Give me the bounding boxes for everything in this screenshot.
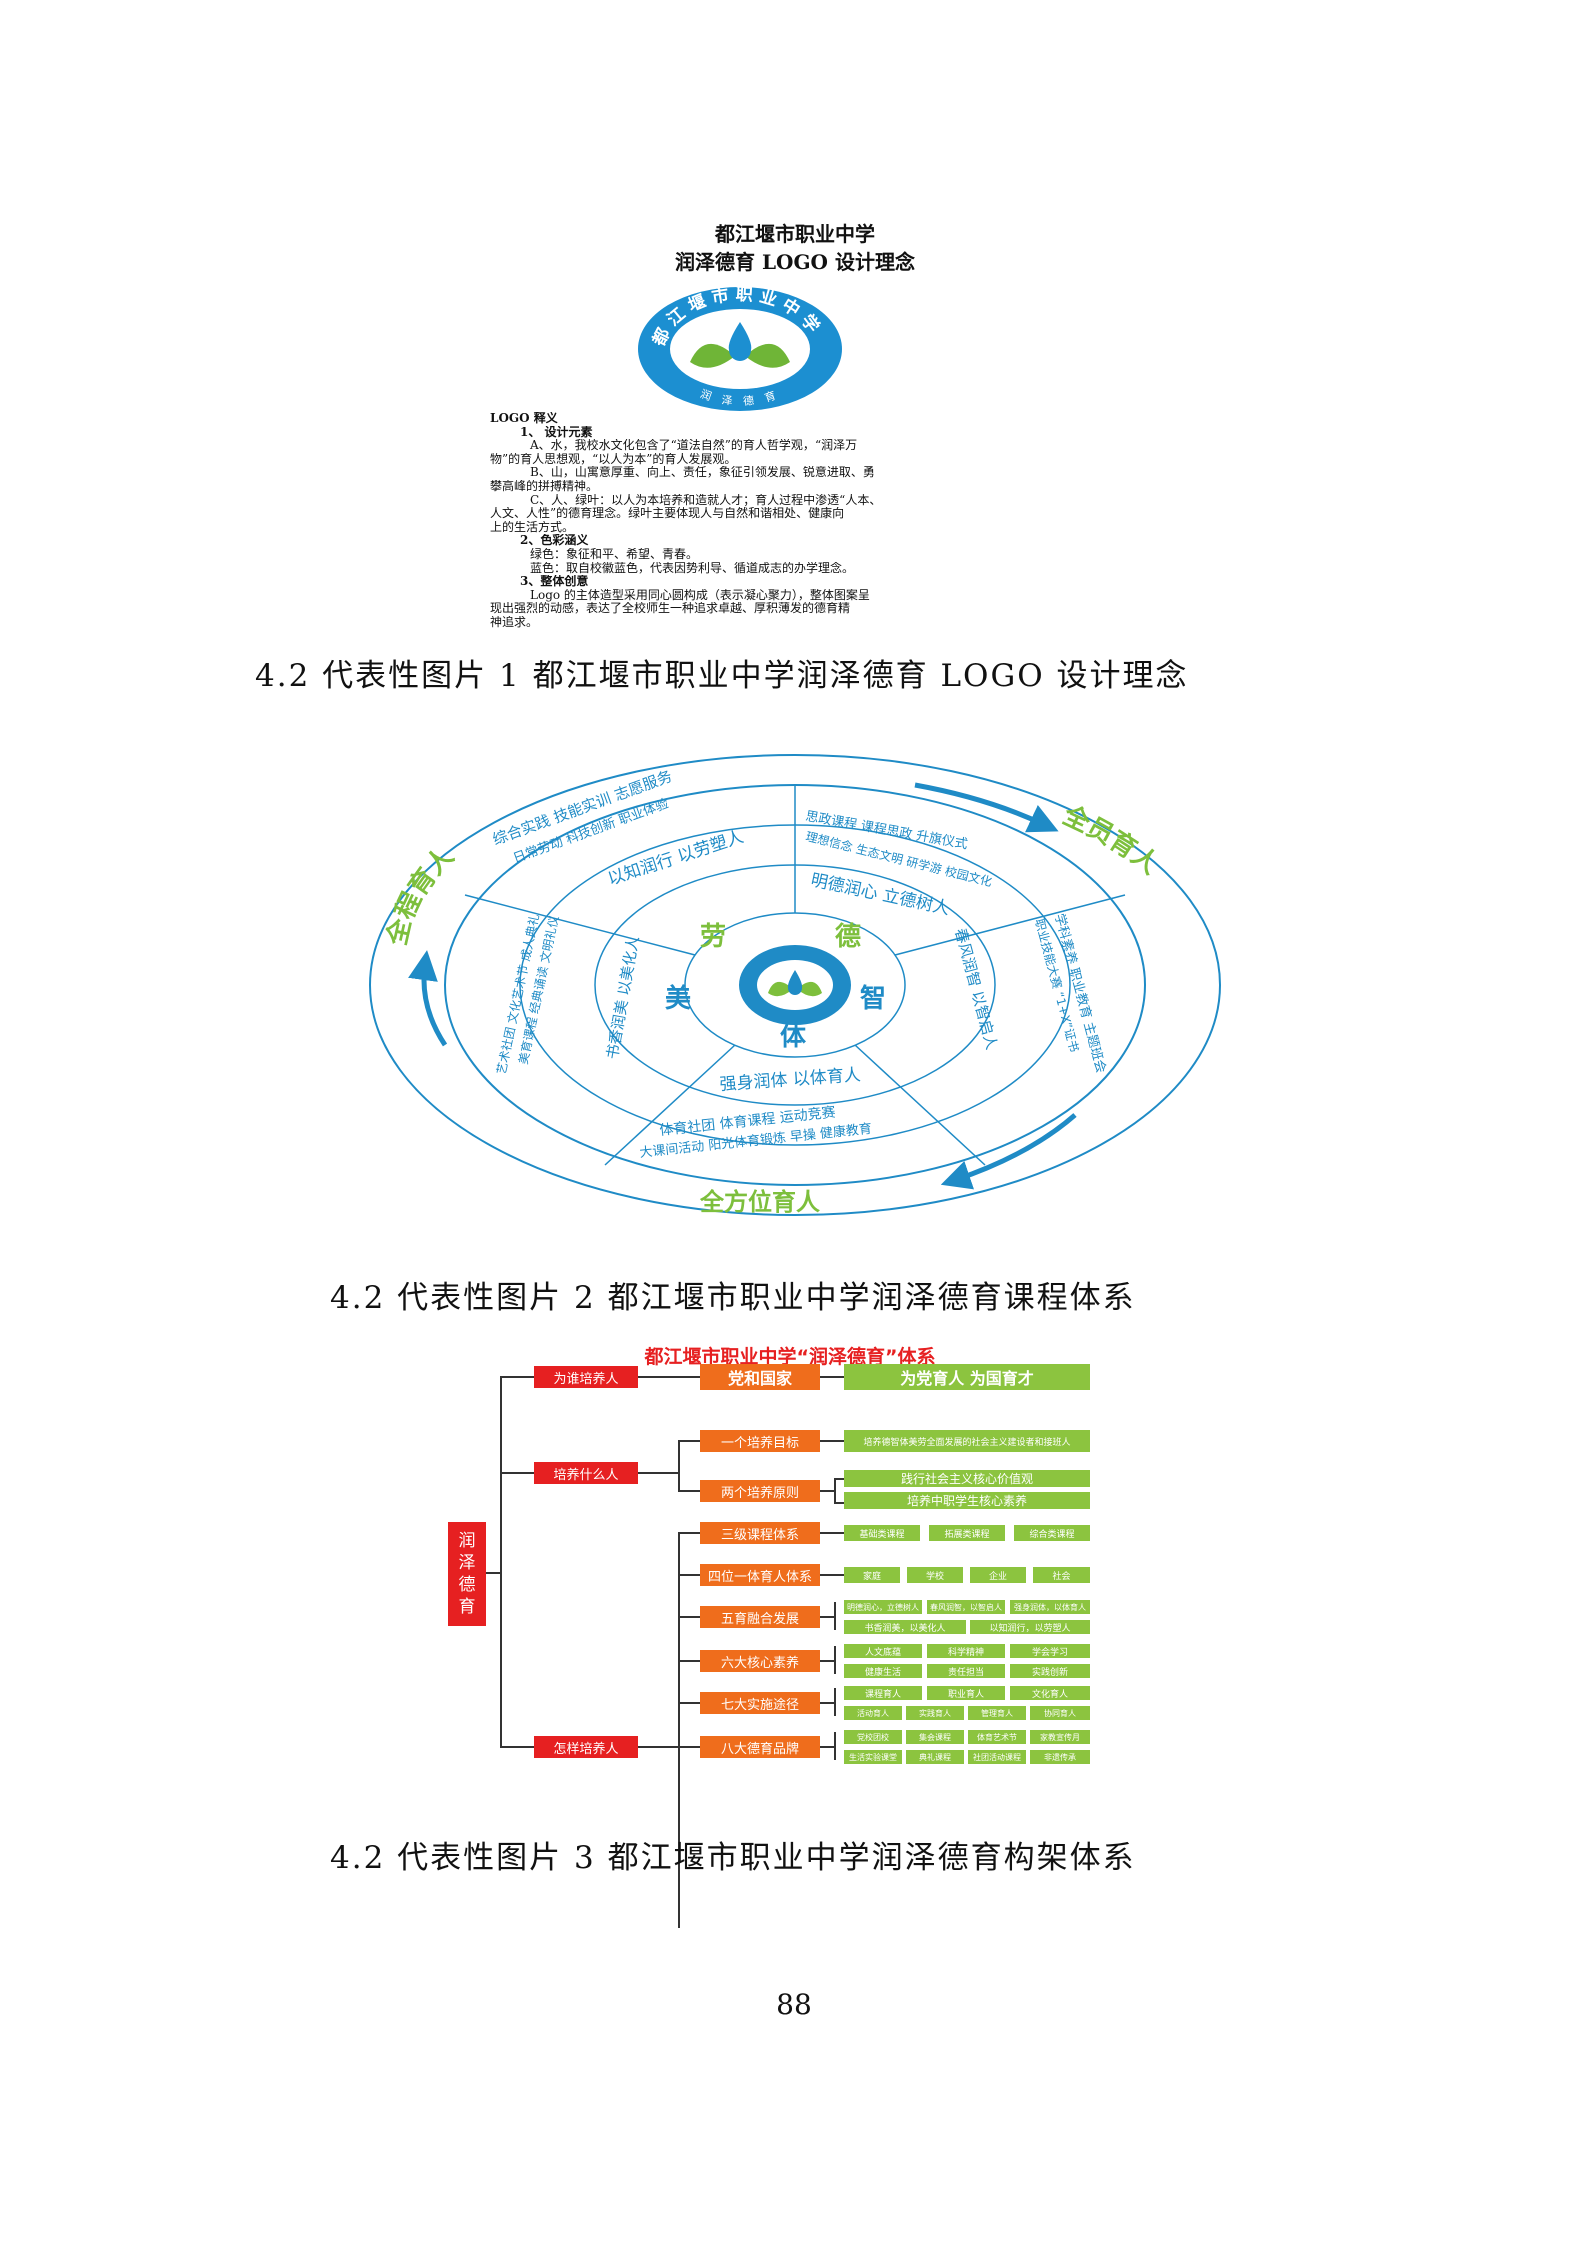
- line-8: 上的生活方式。: [490, 520, 575, 534]
- node-party-state: 党和国家: [700, 1364, 820, 1390]
- line-3: 物”的育人思想观，“以人为本”的育人发展观。: [490, 452, 737, 466]
- principle-1: 践行社会主义核心价值观: [844, 1470, 1090, 1487]
- course-item: 拓展类课程: [929, 1525, 1005, 1541]
- caption-3: 4.2 代表性图片 3 都江堰市职业中学润泽德育构架体系: [330, 1840, 1136, 1876]
- logo-explanation: LOGO 释义 1、 设计元素 A、水，我校水文化包含了“道法自然”的育人哲学观…: [490, 412, 1090, 630]
- eight-item: 非遗传承: [1030, 1750, 1090, 1764]
- root-node: 润泽德育: [448, 1522, 486, 1626]
- framework-diagram: 都江堰市职业中学“润泽德育”体系 润泽德育 为谁培养人 培养什么人 怎样培养人 …: [440, 1340, 1140, 1928]
- line-6: C、人、绿叶：以人为本培养和造就人才；育人过程中渗透“人本、: [530, 493, 882, 507]
- four-item: 家庭: [844, 1567, 900, 1583]
- eight-item: 家教宣传月: [1030, 1730, 1090, 1744]
- node-five-fusion: 五育融合发展: [700, 1606, 820, 1628]
- sector-wisdom-mid: 春风润智 以智启人: [951, 926, 1001, 1051]
- eight-item: 集会课程: [906, 1730, 964, 1744]
- line-4: B、山，山寓意厚重、向上、责任，象征引领发展、锐意进取、勇: [530, 466, 875, 480]
- five-item: 强身润体，以体育人: [1010, 1600, 1090, 1614]
- node-two-principles: 两个培养原则: [700, 1480, 820, 1502]
- five-item: 春风润智，以智启人: [927, 1600, 1005, 1614]
- six-item: 科学精神: [927, 1644, 1005, 1658]
- page-number: 88: [776, 1988, 812, 2021]
- line-2: A、水，我校水文化包含了“道法自然”的育人哲学观，“润泽万: [530, 439, 858, 453]
- six-item: 责任担当: [927, 1664, 1005, 1678]
- four-item: 社会: [1033, 1567, 1090, 1583]
- question-what-people: 培养什么人: [534, 1462, 638, 1484]
- seven-item: 课程育人: [844, 1686, 922, 1700]
- node-one-goal: 一个培养目标: [700, 1430, 820, 1452]
- five-item: 书香润美，以美化人: [844, 1620, 966, 1634]
- line-1: 1、 设计元素: [520, 425, 593, 439]
- sector-moral-mid: 明德润心 立德树人: [809, 870, 951, 919]
- five-item: 明德润心，立德树人: [844, 1600, 922, 1614]
- node-three-courses: 三级课程体系: [700, 1522, 820, 1544]
- caption-1: 4.2 代表性图片 1 都江堰市职业中学润泽德育 LOGO 设计理念: [255, 658, 1189, 694]
- line-5: 攀高峰的拼搏精神。: [490, 479, 599, 493]
- goal-text: 培养德智体美劳全面发展的社会主义建设者和接班人: [844, 1430, 1090, 1452]
- core-body: 体: [780, 1022, 807, 1052]
- figure-logo-concept: 都江堰市职业中学 润泽德育 LOGO 设计理念 都江堰市职业中学 润 泽 德 育…: [490, 220, 1100, 629]
- eight-item: 社团活动课程: [968, 1750, 1026, 1764]
- eight-item: 生活实验课堂: [844, 1750, 902, 1764]
- label-all-staff: 全员育人: [1057, 799, 1164, 880]
- seven-item: 职业育人: [927, 1686, 1005, 1700]
- line-15: 神追求。: [490, 615, 539, 629]
- core-moral: 德: [835, 922, 861, 952]
- eight-item: 党校团校: [844, 1730, 902, 1744]
- line-7: 人文、人性”的德育理念。绿叶主要体现人与自然和谐相处、健康向: [490, 507, 845, 521]
- line-10: 绿色：象征和平、希望、青春。: [530, 547, 699, 561]
- eight-item: 典礼课程: [906, 1750, 964, 1764]
- eight-item: 体育艺术节: [968, 1730, 1026, 1744]
- label-all-round: 全方位育人: [699, 1188, 820, 1216]
- six-item: 实践创新: [1010, 1664, 1090, 1678]
- core-beauty: 美: [665, 983, 691, 1014]
- question-for-whom: 为谁培养人: [534, 1366, 638, 1388]
- party-goal: 为党育人 为国育才: [844, 1364, 1090, 1390]
- seven-item: 文化育人: [1010, 1686, 1090, 1700]
- six-item: 健康生活: [844, 1664, 922, 1678]
- question-how: 怎样培养人: [534, 1736, 638, 1758]
- line-11: 蓝色：取自校徽蓝色，代表因势利导、循道成志的办学理念。: [530, 561, 855, 575]
- four-item: 学校: [907, 1567, 963, 1583]
- course-item: 基础类课程: [844, 1525, 920, 1541]
- figure1-title-line1: 都江堰市职业中学: [715, 222, 875, 246]
- node-four-in-one: 四位一体育人体系: [700, 1564, 820, 1586]
- course-item: 综合类课程: [1014, 1525, 1090, 1541]
- node-seven-paths: 七大实施途径: [700, 1692, 820, 1714]
- principle-2: 培养中职学生核心素养: [844, 1492, 1090, 1509]
- sector-beauty-mid: 书香润美 以美化人: [603, 935, 642, 1061]
- seven-item: 协同育人: [1030, 1706, 1090, 1720]
- seven-item: 管理育人: [968, 1706, 1026, 1720]
- seven-item: 实践育人: [906, 1706, 964, 1720]
- core-labor: 劳: [700, 922, 726, 952]
- line-14: 现出强烈的动感，表达了全校师生一种追求卓越、厚积薄发的德育精: [490, 602, 851, 616]
- four-item: 企业: [970, 1567, 1026, 1583]
- six-item: 人文底蕴: [844, 1644, 922, 1658]
- node-six-core: 六大核心素养: [700, 1650, 820, 1672]
- five-item: 以知润行，以劳塑人: [970, 1620, 1090, 1634]
- line-12: 3、整体创意: [520, 575, 589, 589]
- node-eight-brands: 八大德育品牌: [700, 1736, 820, 1758]
- seven-item: 活动育人: [844, 1706, 902, 1720]
- course-system-diagram: 全员育人 全程育人 全方位育人 劳 德 智 体 美 以知润行 以劳塑人 综合实践…: [369, 754, 1221, 1216]
- line-13: Logo 的主体造型采用同心圆构成（表示凝心聚力），整体图案呈: [530, 588, 870, 602]
- figure1-title-line2: 润泽德育 LOGO 设计理念: [675, 250, 915, 274]
- school-logo: 都江堰市职业中学 润 泽 德 育: [638, 284, 842, 411]
- core-wisdom: 智: [860, 984, 886, 1014]
- line-9: 2、色彩涵义: [520, 534, 589, 548]
- framework-title: 都江堰市职业中学“润泽德育”体系: [644, 1346, 936, 1368]
- six-item: 学会学习: [1010, 1644, 1090, 1658]
- label-whole-process: 全程育人: [381, 842, 460, 949]
- caption-2: 4.2 代表性图片 2 都江堰市职业中学润泽德育课程体系: [330, 1280, 1136, 1316]
- line-0: LOGO 释义: [490, 412, 558, 425]
- sector-body-mid: 强身润体 以体育人: [719, 1065, 861, 1095]
